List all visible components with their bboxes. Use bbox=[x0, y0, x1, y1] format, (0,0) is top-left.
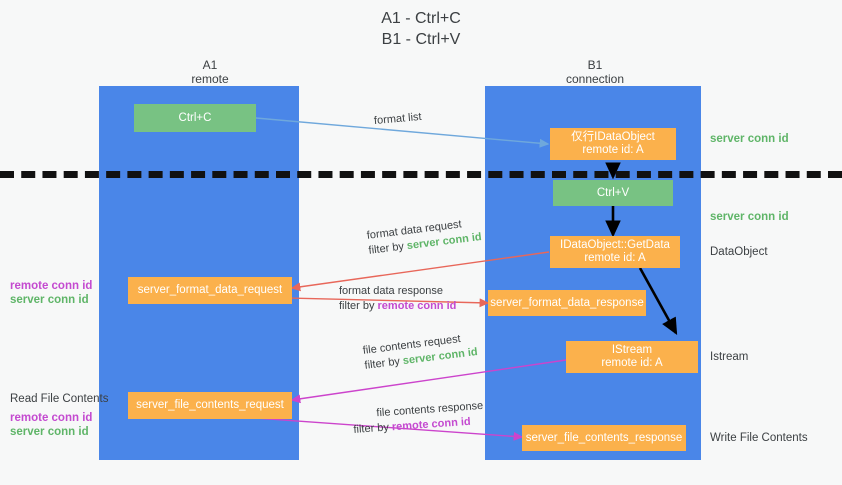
left-label-file-remote: remote conn id bbox=[10, 412, 93, 424]
box-getdata-line1: IDataObject::GetData bbox=[560, 239, 670, 251]
lane-title-b1: B1 connection bbox=[505, 58, 685, 86]
box-idataobject-line1: 仅行IDataObject bbox=[571, 131, 655, 143]
box-ctrl-v[interactable]: Ctrl+V bbox=[553, 180, 673, 206]
annotation-fdres-value: remote conn id bbox=[377, 300, 457, 312]
left-label-format-remote: remote conn id bbox=[10, 280, 93, 292]
annotation-format-list-text: format list bbox=[373, 110, 423, 128]
box-istream[interactable]: IStream remote id: A bbox=[566, 341, 698, 373]
title-line-1: A1 - Ctrl+C bbox=[381, 10, 461, 27]
phase-divider bbox=[0, 171, 842, 178]
annotation-fdres-line2: filter by remote conn id bbox=[339, 299, 456, 314]
annotation-fcreq-prefix: filter by bbox=[363, 355, 404, 372]
left-label-read-file-contents: Read File Contents bbox=[10, 393, 109, 405]
box-server-file-contents-request[interactable]: server_file_contents_request bbox=[128, 392, 292, 419]
box-server-format-data-response[interactable]: server_format_data_response bbox=[488, 290, 646, 316]
right-label-server-conn-id-top: server conn id bbox=[710, 133, 789, 145]
arrow-format-data-request bbox=[290, 251, 550, 292]
lane-a1-role: remote bbox=[191, 72, 229, 86]
box-idataobject-line2: remote id: A bbox=[582, 144, 644, 156]
arrow-format-list bbox=[255, 117, 550, 148]
left-label-file-server: server conn id bbox=[10, 426, 89, 438]
title-line-2: B1 - Ctrl+V bbox=[381, 31, 461, 48]
box-getdata-line2: remote id: A bbox=[584, 252, 646, 264]
diagram-title: A1 - Ctrl+C B1 - Ctrl+V bbox=[0, 8, 842, 50]
box-ctrl-c[interactable]: Ctrl+C bbox=[134, 104, 256, 132]
right-label-server-conn-id-mid: server conn id bbox=[710, 211, 789, 223]
annotation-format-list: format list bbox=[373, 110, 423, 128]
right-label-dataobject: DataObject bbox=[710, 246, 768, 258]
annotation-fdreq-prefix: filter by bbox=[367, 240, 408, 257]
box-server-format-data-request[interactable]: server_format_data_request bbox=[128, 277, 292, 304]
lane-a1-name: A1 bbox=[202, 58, 218, 72]
annotation-format-data-response: format data response filter by remote co… bbox=[339, 284, 456, 314]
left-label-format-server: server conn id bbox=[10, 294, 89, 306]
box-istream-line1: IStream bbox=[611, 344, 653, 356]
box-istream-line2: remote id: A bbox=[601, 357, 663, 369]
arrow-file-contents-request bbox=[290, 359, 567, 404]
lane-b1-role: connection bbox=[565, 72, 625, 86]
annotation-fdres-prefix: filter by bbox=[339, 300, 378, 312]
box-server-file-contents-response[interactable]: server_file_contents_response bbox=[522, 425, 686, 451]
lane-b1-name: B1 bbox=[587, 58, 603, 72]
box-idataobject[interactable]: 仅行IDataObject remote id: A bbox=[550, 128, 676, 160]
arrow-getdata-to-istream bbox=[638, 267, 678, 336]
annotation-fcres-prefix: filter by bbox=[353, 421, 393, 436]
annotation-fdres-line1: format data response bbox=[339, 285, 443, 297]
left-label-format-conn-ids: remote conn id server conn id bbox=[10, 279, 96, 307]
right-label-write-file-contents: Write File Contents bbox=[710, 432, 808, 444]
lane-title-a1: A1 remote bbox=[120, 58, 300, 86]
box-getdata[interactable]: IDataObject::GetData remote id: A bbox=[550, 236, 680, 268]
left-label-file-conn-ids: remote conn id server conn id bbox=[10, 411, 92, 439]
right-label-istream: Istream bbox=[710, 351, 749, 363]
